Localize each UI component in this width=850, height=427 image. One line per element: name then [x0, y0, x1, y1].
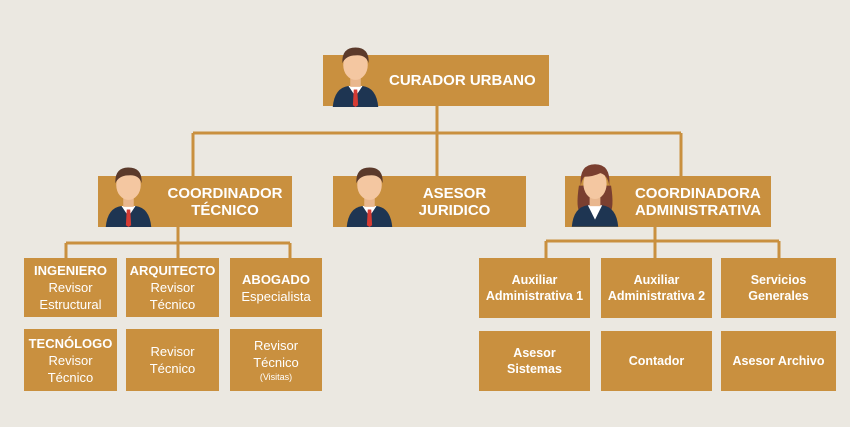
woman-avatar-icon	[571, 164, 619, 227]
tecnologo-line2: Técnico	[47, 369, 94, 385]
sistemas-line1: Asesor	[513, 346, 556, 360]
revisor-tecnico-line1: Revisor	[150, 344, 195, 359]
arquitecto-box: ARQUITECTO Revisor Técnico	[126, 258, 219, 317]
tecnologo-title: TECNÓLOGO	[28, 335, 113, 351]
arquitecto-line1: Revisor	[150, 280, 195, 295]
servicios-generales-box: Servicios Generales	[721, 258, 836, 318]
asesor-sistemas-box: Asesor Sistemas	[479, 331, 590, 391]
auxiliar-administrativa-1-box: Auxiliar Administrativa 1	[479, 258, 590, 318]
aux1-line2: Administrativa 1	[485, 289, 584, 303]
revisor-tecnico-line2: Técnico	[149, 361, 196, 376]
revisor-visitas-line1: Revisor	[253, 337, 299, 353]
man-avatar-icon	[332, 47, 379, 107]
revisor-tecnico-visitas-box: Revisor Técnico (Visitas)	[230, 329, 322, 391]
asesor-juridico-line1: ASESOR	[422, 184, 487, 202]
tecnologo-line1: Revisor	[48, 352, 93, 368]
ingeniero-line2: Estructural	[39, 297, 102, 312]
servicios-line1: Servicios	[750, 273, 807, 287]
coordinadora-administrativa-line1: COORDINADORA	[634, 184, 761, 202]
tecnologo-box: TECNÓLOGO Revisor Técnico	[24, 329, 117, 391]
contador-line1: Contador	[628, 354, 685, 368]
aux2-line1: Auxiliar	[633, 273, 680, 287]
aux1-line1: Auxiliar	[511, 273, 558, 287]
abogado-box: ABOGADO Especialista	[230, 258, 322, 317]
asesor-archivo-box: Asesor Archivo	[721, 331, 836, 391]
ingeniero-box: INGENIERO Revisor Estructural	[24, 258, 117, 317]
abogado-title: ABOGADO	[242, 271, 310, 287]
curador-urbano-label: CURADOR URBANO	[389, 72, 536, 89]
ingeniero-line1: Revisor	[48, 280, 93, 295]
man-avatar-icon	[346, 167, 393, 227]
man-avatar-icon	[105, 167, 152, 227]
coordinadora-administrativa-line2: ADMINISTRATIVA	[634, 201, 762, 219]
archivo-line1: Asesor Archivo	[732, 354, 825, 368]
coordinador-tecnico-line2: TÉCNICO	[191, 201, 259, 219]
auxiliar-administrativa-2-box: Auxiliar Administrativa 2	[601, 258, 712, 318]
abogado-line1: Especialista	[241, 288, 311, 304]
revisor-visitas-line2: Técnico	[253, 354, 299, 370]
arquitecto-title: ARQUITECTO	[129, 263, 216, 278]
sistemas-line2: Sistemas	[507, 362, 562, 376]
coordinador-tecnico-line1: COORDINADOR	[167, 184, 283, 202]
contador-box: Contador	[601, 331, 712, 391]
servicios-line2: Generales	[748, 289, 809, 303]
revisor-tecnico-box: Revisor Técnico	[126, 329, 219, 391]
aux2-line2: Administrativa 2	[607, 289, 706, 303]
asesor-juridico-line2: JURIDICO	[418, 201, 491, 219]
arquitecto-line2: Técnico	[149, 297, 196, 312]
revisor-visitas-line3: (Visitas)	[259, 371, 293, 382]
ingeniero-title: INGENIERO	[34, 263, 107, 278]
